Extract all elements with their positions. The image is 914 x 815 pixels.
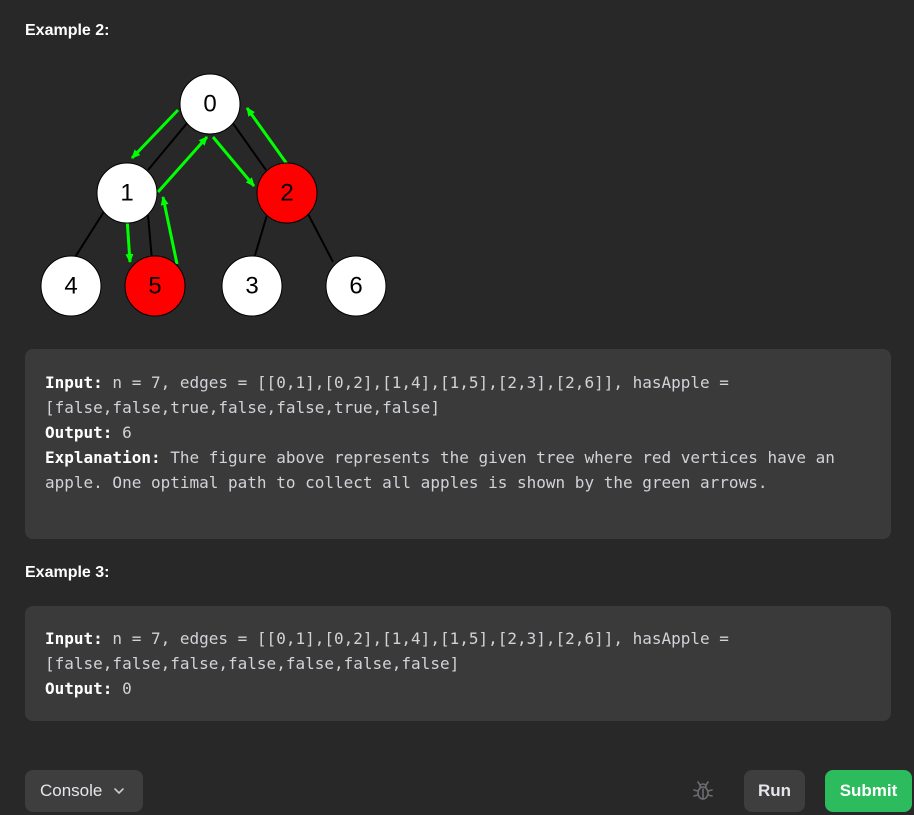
arrow-0-to-1 [130, 108, 180, 160]
output-label: Output: [45, 423, 113, 442]
explanation-label: Explanation: [45, 448, 161, 467]
tree-node-3-label: 3 [245, 273, 258, 300]
tree-node-6-label: 6 [349, 273, 362, 300]
tree-edges [71, 121, 334, 263]
tree-node-1-circle [96, 162, 158, 224]
tree-node-1: 1 [96, 162, 158, 224]
example-2-tree-diagram: 0 1 2 4 5 3 6 [40, 73, 387, 317]
example-2-explanation-line: Explanation: The figure above represents… [45, 445, 871, 495]
tree-node-4: 4 [40, 255, 102, 317]
tree-node-2-circle [256, 162, 318, 224]
bottom-action-bar: Console Run Submit [0, 760, 914, 815]
tree-edge-2-6 [305, 209, 334, 263]
tree-node-1-label: 1 [120, 180, 133, 207]
arrow-5-to-1 [160, 196, 179, 265]
bug-icon[interactable] [689, 777, 717, 805]
tree-node-3-circle [221, 255, 283, 317]
example-2-input-line: Input: n = 7, edges = [[0,1],[0,2],[1,4]… [45, 370, 871, 420]
tree-node-2: 2 [256, 162, 318, 224]
explanation-value: The figure above represents the given tr… [45, 448, 835, 492]
example-3-input-line: Input: n = 7, edges = [[0,1],[0,2],[1,4]… [45, 626, 871, 676]
example-2-heading: Example 2: [25, 22, 110, 39]
arrow-2-to-0 [245, 107, 289, 165]
tree-edge-0-2 [231, 121, 267, 171]
run-button[interactable]: Run [744, 770, 805, 812]
arrow-1-to-0 [156, 136, 209, 193]
tree-node-4-label: 4 [64, 273, 77, 300]
tree-node-5-label: 5 [148, 273, 161, 300]
tree-node-0: 0 [179, 73, 241, 135]
output-label: Output: [45, 679, 113, 698]
tree-edge-2-3 [252, 214, 268, 263]
input-label: Input: [45, 373, 103, 392]
tree-node-0-label: 0 [203, 91, 216, 118]
example-2-code-block: Input: n = 7, edges = [[0,1],[0,2],[1,4]… [25, 349, 891, 539]
example-3-output-line: Output: 0 [45, 676, 871, 701]
output-value: 0 [112, 679, 132, 698]
tree-node-6: 6 [325, 255, 387, 317]
tree-node-3: 3 [221, 255, 283, 317]
chevron-down-icon [112, 784, 126, 798]
example-3-heading: Example 3: [25, 564, 110, 581]
output-value: 6 [112, 423, 132, 442]
tree-node-2-label: 2 [280, 180, 293, 207]
console-label: Console [40, 781, 103, 800]
tree-node-4-circle [40, 255, 102, 317]
tree-node-0-circle [179, 73, 241, 135]
console-button[interactable]: Console [25, 770, 143, 812]
submit-button[interactable]: Submit [825, 770, 912, 812]
input-value: n = 7, edges = [[0,1],[0,2],[1,4],[1,5],… [45, 373, 729, 417]
tree-edge-1-5 [147, 214, 153, 261]
tree-node-5-circle [124, 255, 186, 317]
apple-path-arrows [125, 107, 289, 265]
input-value: n = 7, edges = [[0,1],[0,2],[1,4],[1,5],… [45, 629, 729, 673]
example-2-output-line: Output: 6 [45, 420, 871, 445]
tree-node-6-circle [325, 255, 387, 317]
arrow-1-to-5 [125, 217, 134, 263]
arrow-0-to-2 [211, 136, 256, 187]
input-label: Input: [45, 629, 103, 648]
tree-edge-1-4 [71, 209, 106, 263]
example-3-code-block: Input: n = 7, edges = [[0,1],[0,2],[1,4]… [25, 606, 891, 721]
tree-edge-0-1 [147, 121, 189, 171]
tree-node-5: 5 [124, 255, 186, 317]
